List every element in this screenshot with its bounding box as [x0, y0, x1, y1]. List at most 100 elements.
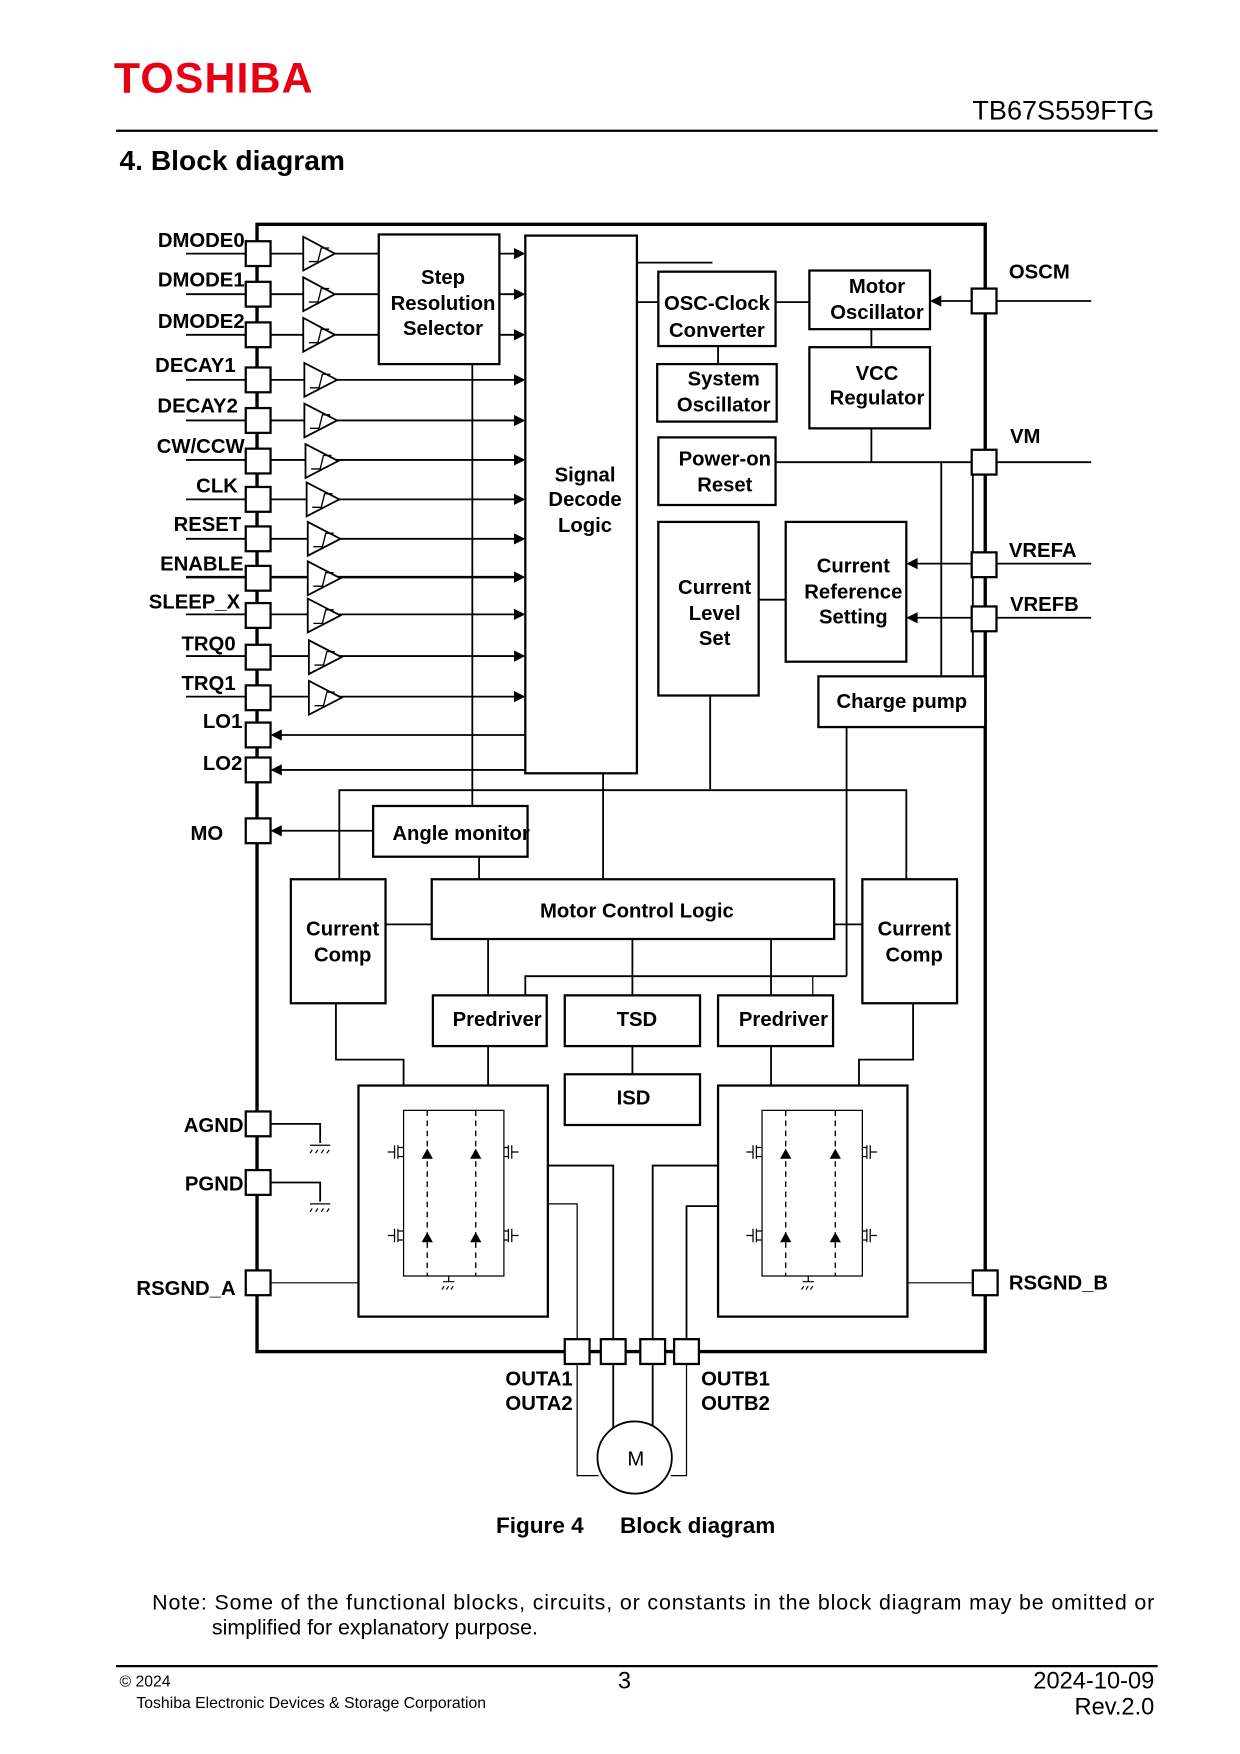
pin-label: TRQ1 — [182, 673, 236, 695]
pin-sleep-x: SLEEP_X — [149, 592, 526, 634]
copyright: © 2024 — [120, 1673, 171, 1690]
svg-text:Current: Current — [306, 919, 379, 941]
svg-text:M: M — [627, 1448, 644, 1470]
vcc-regulator-block: VCC Regulator — [808, 346, 932, 430]
svg-text:OUTB2: OUTB2 — [701, 1393, 770, 1415]
pin-lo2: LO2 — [203, 753, 526, 784]
schmitt-buffer-icon — [302, 235, 337, 273]
svg-text:VCC: VCC — [856, 363, 899, 385]
svg-text:Logic: Logic — [558, 515, 612, 537]
h-bridge-a — [357, 1084, 549, 1318]
diode-icon — [780, 1148, 792, 1159]
toshiba-logo: TOSHIBA — [114, 54, 314, 102]
pin-label: DECAY1 — [155, 355, 235, 377]
pin-label: DMODE1 — [158, 269, 245, 291]
block-diagram: DMODE0 DMODE1 DMODE2 — [136, 222, 1108, 1495]
svg-text:Power-on: Power-on — [679, 449, 771, 471]
svg-text:Decode: Decode — [548, 489, 621, 511]
svg-text:ISD: ISD — [617, 1088, 651, 1110]
pin-dmode2: DMODE2 — [158, 311, 379, 354]
power-on-reset-block: Power-on Reset — [657, 436, 777, 507]
schmitt-buffer-icon — [302, 275, 337, 313]
pin-enable: ENABLE — [160, 553, 526, 597]
section-title: 4. Block diagram — [120, 144, 345, 176]
h-bridge-b — [716, 1084, 909, 1318]
system-oscillator-block: System Oscillator — [656, 362, 778, 423]
svg-text:Reference: Reference — [804, 582, 902, 604]
pin-vm: VM — [970, 426, 1092, 476]
ground-icon — [309, 1144, 331, 1154]
pin-pgnd: PGND — [185, 1168, 331, 1213]
mosfet-icon — [862, 1145, 878, 1159]
pin-decay2: DECAY2 — [157, 396, 526, 439]
schmitt-buffer-icon — [302, 316, 337, 354]
bottom-output-pins: OUTA1 OUTA2 OUTB1 OUTB2 — [505, 1338, 770, 1477]
company-name: Toshiba Electronic Devices & Storage Cor… — [136, 1695, 486, 1712]
pin-rsgnd-b: RSGND_B — [907, 1269, 1108, 1297]
part-number: TB67S559FTG — [972, 95, 1154, 125]
pin-label: ENABLE — [160, 553, 243, 575]
svg-text:PGND: PGND — [185, 1173, 244, 1195]
pin-mo: MO — [191, 817, 374, 845]
pin-trq0: TRQ0 — [182, 633, 526, 676]
current-comp-b-block: Current Comp — [861, 878, 959, 1005]
svg-text:Motor: Motor — [849, 276, 905, 298]
current-level-set-block: Current Level Set — [657, 520, 760, 697]
mosfet-icon — [746, 1145, 763, 1159]
svg-text:Oscillator: Oscillator — [830, 302, 924, 324]
figure-title: Block diagram — [620, 1513, 775, 1538]
motor-symbol: M — [596, 1420, 673, 1495]
pin-trq1: TRQ1 — [182, 673, 526, 717]
current-comp-a-block: Current Comp — [289, 878, 387, 1005]
mosfet-icon — [503, 1228, 519, 1243]
svg-text:VM: VM — [1010, 426, 1040, 448]
motor-oscillator-block: Motor Oscillator — [808, 269, 932, 331]
pin-label: DMODE2 — [158, 311, 245, 333]
mosfet-icon — [387, 1228, 404, 1243]
osc-clock-converter-block: OSC-Clock Converter — [657, 270, 777, 348]
pin-label: DMODE0 — [158, 230, 245, 252]
note-line-2: simplified for explanatory purpose. — [212, 1616, 538, 1640]
pin-dmode0: DMODE0 — [158, 230, 379, 273]
pin-label: CW/CCW — [157, 436, 246, 458]
svg-text:Resolution: Resolution — [391, 293, 496, 315]
predriver-b-block: Predriver — [716, 994, 835, 1048]
pin-label: LO1 — [203, 711, 242, 733]
revision-date: 2024-10-09 — [1033, 1669, 1154, 1695]
pin-oscm: OSCM — [929, 261, 1092, 315]
pin-clk: CLK — [186, 476, 526, 518]
pad-outa2 — [599, 1338, 627, 1366]
mosfet-icon — [503, 1145, 519, 1159]
pin-vrefb: VREFB — [906, 594, 1092, 633]
svg-text:Signal: Signal — [555, 464, 616, 486]
svg-text:Oscillator: Oscillator — [677, 394, 771, 416]
pin-label: SLEEP_X — [149, 592, 241, 614]
svg-text:OUTA2: OUTA2 — [505, 1393, 572, 1415]
svg-text:System: System — [688, 369, 760, 391]
pin-lo1: LO1 — [203, 711, 526, 749]
svg-text:OSCM: OSCM — [1009, 261, 1070, 283]
pin-dmode1: DMODE1 — [158, 269, 379, 313]
svg-text:Current: Current — [678, 577, 751, 599]
revision-number: Rev.2.0 — [1075, 1695, 1155, 1721]
pad-outb2 — [672, 1338, 701, 1366]
svg-text:Set: Set — [699, 628, 731, 650]
svg-text:Step: Step — [421, 267, 465, 289]
ground-icon — [800, 1276, 814, 1290]
svg-text:Charge pump: Charge pump — [836, 691, 967, 713]
charge-pump-block: Charge pump — [817, 675, 987, 729]
diode-icon — [421, 1148, 433, 1159]
current-reference-setting-block: Current Reference Setting — [784, 520, 908, 663]
isd-block: ISD — [563, 1073, 702, 1127]
svg-text:Current: Current — [817, 556, 890, 578]
mosfet-icon — [387, 1145, 404, 1159]
mosfet-icon — [862, 1228, 878, 1243]
svg-text:Reset: Reset — [697, 474, 752, 496]
svg-text:RSGND_A: RSGND_A — [136, 1278, 236, 1300]
pin-reset: RESET — [174, 514, 526, 558]
svg-text:RSGND_B: RSGND_B — [1009, 1273, 1108, 1295]
pin-label: TRQ0 — [182, 633, 236, 655]
svg-text:Converter: Converter — [669, 320, 765, 342]
diode-icon — [470, 1232, 482, 1243]
svg-text:Predriver: Predriver — [739, 1009, 828, 1031]
